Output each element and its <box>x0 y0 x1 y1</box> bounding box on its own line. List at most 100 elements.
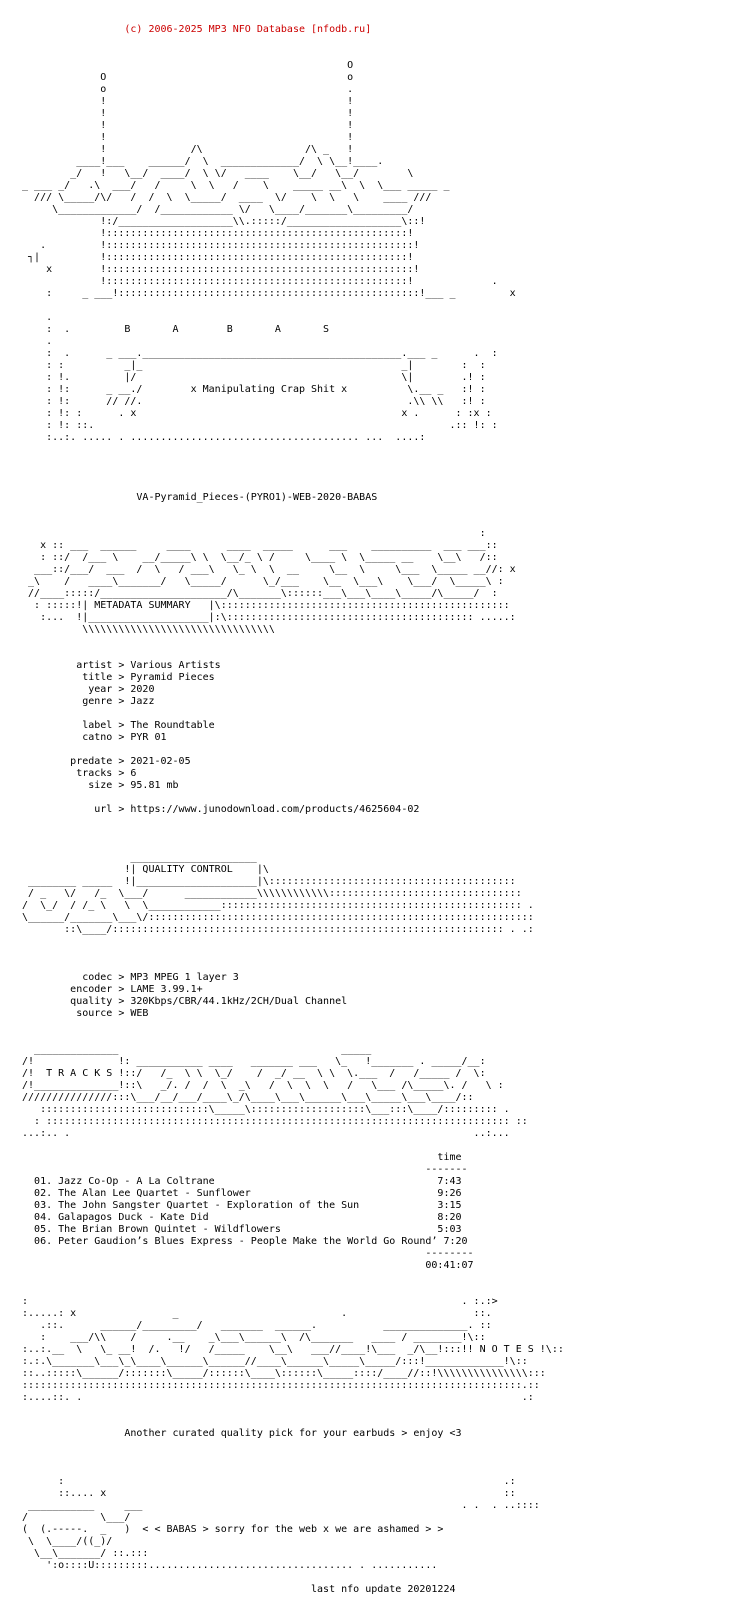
nfo-line: ! ! <box>16 108 354 119</box>
nfo-line: : !: _ __./ x Manipulating Crap Shit x \… <box>16 384 486 395</box>
nfo-line <box>16 444 564 456</box>
nfo-line <box>16 828 564 840</box>
nfo-line: :.....: x _ . ::. <box>16 1308 492 1319</box>
nfo-line: : !. |/ \| .! : <box>16 372 486 383</box>
nfo-line <box>16 708 564 720</box>
nfo-line: /! T R A C K S !::/ /_ \ \ \_/ / _/ __ \… <box>16 1068 486 1079</box>
nfo-line: 02. The Alan Lee Quartet - Sunflower 9:2… <box>16 1188 462 1199</box>
nfo-line: : !: // //. .\\ \\ :! : <box>16 396 486 407</box>
nfo-line: :.:.\_______\___\_\____\______\______//_… <box>16 1356 528 1367</box>
nfo-line: year > 2020 <box>16 684 155 695</box>
nfo-line: ::::::::::::::::::::::::::::::::::::::::… <box>16 1380 540 1391</box>
nfo-line: !| QUALITY CONTROL |\ <box>16 864 269 875</box>
nfo-line <box>16 1032 564 1044</box>
nfo-line: . <box>16 336 53 347</box>
nfo-line: !:::::::::::::::::::::::::::::::::::::::… <box>16 276 498 287</box>
nfo-line: //____:::::/_____________________/\_____… <box>16 588 498 599</box>
nfo-line <box>16 1020 564 1032</box>
nfo-line: \_____________/ /____________ \/ \____/_… <box>16 204 414 215</box>
nfo-line <box>16 1140 564 1152</box>
nfo-line: x :: ___ ______ ____ ____ _____ ___ ____… <box>16 540 498 551</box>
nfo-line <box>16 744 564 756</box>
nfo-line: _____________________ <box>16 852 257 863</box>
nfo-line: / \___/ <box>16 1512 492 1523</box>
nfo-line: last nfo update 20201224 <box>16 1584 456 1595</box>
nfo-line: codec > MP3 MPEG 1 layer 3 <box>16 972 239 983</box>
nfo-line <box>16 300 564 312</box>
nfo-line: ________ _____ !|____________________|\:… <box>16 876 516 887</box>
nfo-line: url > https://www.junodownload.com/produ… <box>16 804 420 815</box>
nfo-line: \______/_______\___\/:::::::::::::::::::… <box>16 912 534 923</box>
nfo-line: : : _|_ _| : : <box>16 360 486 371</box>
nfo-line: /! !: ___________ ____ _______ ___ \_ !_… <box>16 1056 486 1067</box>
nfo-line: 04. Galapagos Duck - Kate Did 8:20 <box>16 1212 462 1223</box>
nfo-line: ::.... x :: <box>16 1488 516 1499</box>
nfo-line: . <box>16 312 53 323</box>
nfo-line: quality > 320Kbps/CBR/44.1kHz/2CH/Dual C… <box>16 996 348 1007</box>
nfo-line: 03. The John Sangster Quartet - Explorat… <box>16 1200 462 1211</box>
nfo-line: ( (.-----. _ ) < < BABAS > sorry for the… <box>16 1524 444 1535</box>
nfo-line: VA-Pyramid_Pieces-(PYRO1)-WEB-2020-BABAS <box>16 492 378 503</box>
nfo-line: 00:41:07 <box>16 1260 474 1271</box>
nfo-line: label > The Roundtable <box>16 720 215 731</box>
release-url-link[interactable]: https://www.junodownload.com/products/46… <box>130 804 420 815</box>
site-credit: (c) 2006-2025 MP3 NFO Database [nfodb.ru… <box>16 24 372 35</box>
nfo-line <box>16 840 564 852</box>
nfo-line: title > Pyramid Pieces <box>16 672 215 683</box>
nfo-line <box>16 960 564 972</box>
nfo-line: Another curated quality pick for your ea… <box>16 1428 462 1439</box>
nfo-line: x !:::::::::::::::::::::::::::::::::::::… <box>16 264 420 275</box>
nfo-line: _\ / ____\_______/ \_____/ \_/___ \__ \_… <box>16 576 504 587</box>
nfo-line: ___________ ___ . . . ..:::: <box>16 1500 540 1511</box>
nfo-line: : !: : . x x . : :x : <box>16 408 492 419</box>
nfo-line: size > 95.81 mb <box>16 780 179 791</box>
nfo-line: / \_/ / /_ \ \ \____________::::::::::::… <box>16 900 534 911</box>
nfo-line: ___::/___/ ___ / \ / ___\ \_ \ \ __ \__ … <box>16 564 516 575</box>
nfo-line: : . B A B A S <box>16 324 330 335</box>
nfo-line: : <box>16 528 486 539</box>
nfo-line: : !: ::. .:: !: : <box>16 420 498 431</box>
nfo-line: / _ \/ /_ \___/ ____________\\\\\\\\\\\\… <box>16 888 522 899</box>
nfo-line: .::. ______/_________/ _______ ______. _… <box>16 1320 492 1331</box>
nfo-line <box>16 1272 564 1284</box>
nfo-line: ':o::::U:::::::::.......................… <box>16 1560 438 1571</box>
nfo-line: source > WEB <box>16 1008 149 1019</box>
nfo-line: 01. Jazz Co-Op - A La Coltrane 7:43 <box>16 1176 462 1187</box>
nfo-body: O O o o . ! ! ! <box>16 60 564 1596</box>
nfo-line: time <box>16 1152 462 1163</box>
nfo-line: !:/___________________\\.:::::/_________… <box>16 216 426 227</box>
nfo-line <box>16 1416 564 1428</box>
nfo-line <box>16 1404 564 1416</box>
nfo-line <box>16 792 564 804</box>
nfo-line: ...:.. . ..:... <box>16 1128 510 1139</box>
nfo-line: encoder > LAME 3.99.1+ <box>16 984 203 995</box>
nfo-line: ______________ _____ <box>16 1044 372 1055</box>
nfo-line: : ::/ /___ \ __/_____\ \ \__/_ \ / \____… <box>16 552 498 563</box>
nfo-line: \ \____/((_)/ <box>16 1536 113 1547</box>
nfo-line: :... !|____________________|:\::::::::::… <box>16 612 516 623</box>
nfo-line: tracks > 6 <box>16 768 137 779</box>
nfo-line: _ ___ _/ .\ ___/ / \ \ / \ _____ __\ \ \… <box>16 180 450 191</box>
nfo-line: : _ ___!::::::::::::::::::::::::::::::::… <box>16 288 516 299</box>
nfo-line: -------- <box>16 1248 474 1259</box>
nfo-line: /!______________!::\ _/. / / \ _\ / \ \ … <box>16 1080 504 1091</box>
nfo-line: \__\_______/ ::.::: <box>16 1548 149 1559</box>
nfo-line: ! ! <box>16 120 354 131</box>
nfo-line: ! ! <box>16 96 354 107</box>
nfo-line: o . <box>16 84 354 95</box>
nfo-line: \\\\\\\\\\\\\\\\\\\\\\\\\\\\\\\\ <box>16 624 275 635</box>
nfo-line <box>16 636 564 648</box>
nfo-line <box>16 936 564 948</box>
nfo-line: ///////////////:::\___/__/___/____\_/\__… <box>16 1092 474 1103</box>
nfo-line: : ___/\\ / .__ _\___\______\ /\_______ _… <box>16 1332 486 1343</box>
nfo-line: : :::::!| METADATA SUMMARY |\:::::::::::… <box>16 600 510 611</box>
nfo-line <box>16 480 564 492</box>
nfo-line: O <box>16 60 354 71</box>
nfo-line: catno > PYR 01 <box>16 732 167 743</box>
nfo-line: ------- <box>16 1164 468 1175</box>
nfo-line: : .: <box>16 1476 516 1487</box>
nfo-line <box>16 1452 564 1464</box>
nfo-line: !:::::::::::::::::::::::::::::::::::::::… <box>16 228 414 239</box>
nfo-line <box>16 1440 564 1452</box>
nfo-line: . !:::::::::::::::::::::::::::::::::::::… <box>16 240 420 251</box>
